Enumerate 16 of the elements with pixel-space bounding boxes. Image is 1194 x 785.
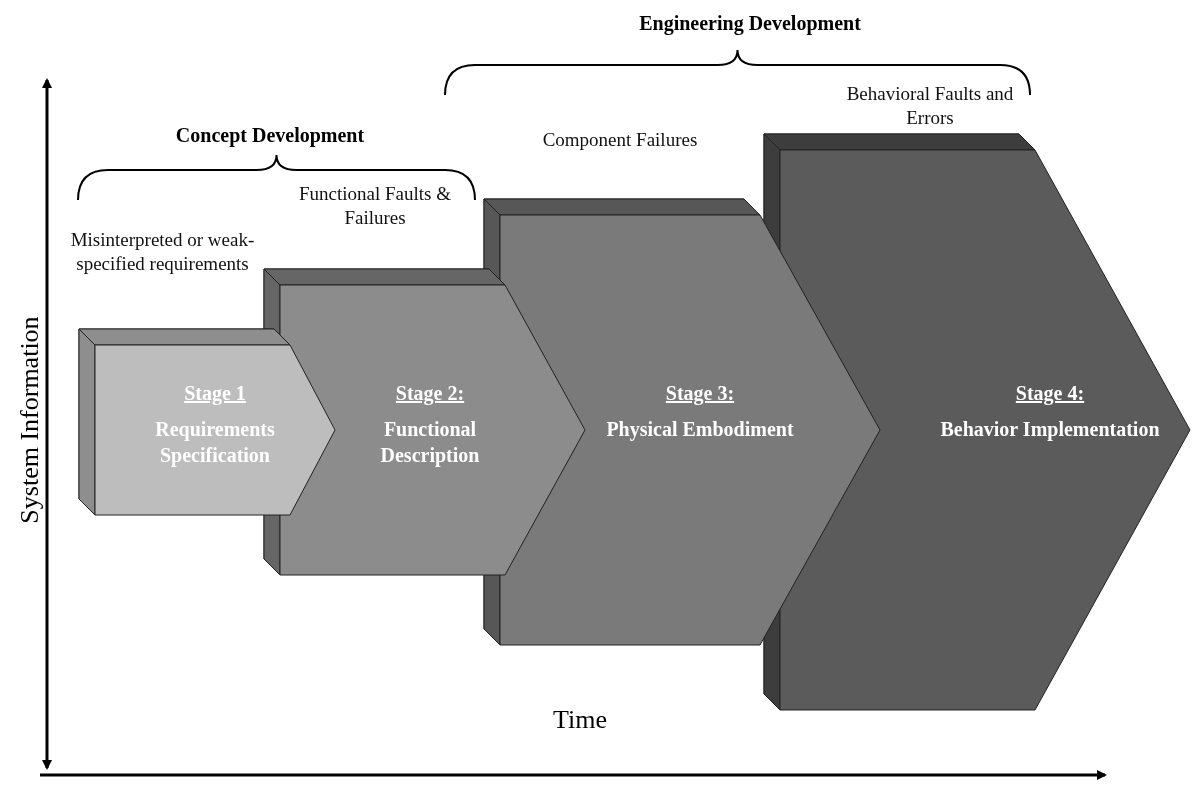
failure-note: Misinterpreted or weak-specified requirements bbox=[70, 228, 255, 276]
stage-heading: Stage 3: bbox=[664, 381, 736, 406]
stage-heading: Stage 1 bbox=[183, 381, 247, 406]
failure-note: Behavioral Faults and Errors bbox=[845, 82, 1015, 130]
phase-label: Engineering Development bbox=[638, 12, 862, 35]
axis-label: System Information bbox=[15, 315, 45, 526]
stage-heading: Stage 4: bbox=[1014, 381, 1086, 406]
failure-note: Functional Faults & Failures bbox=[298, 182, 452, 230]
stage-title: Functional Description bbox=[379, 417, 481, 468]
stage-heading: Stage 2: bbox=[394, 381, 466, 406]
failure-note: Component Failures bbox=[541, 128, 699, 152]
stage-title: Behavior Implementation bbox=[939, 417, 1161, 442]
phase-label: Concept Development bbox=[174, 124, 366, 147]
axis-label: Time bbox=[552, 705, 608, 735]
stage-title: Requirements Specification bbox=[154, 417, 276, 468]
stage-title: Physical Embodiment bbox=[605, 417, 795, 442]
